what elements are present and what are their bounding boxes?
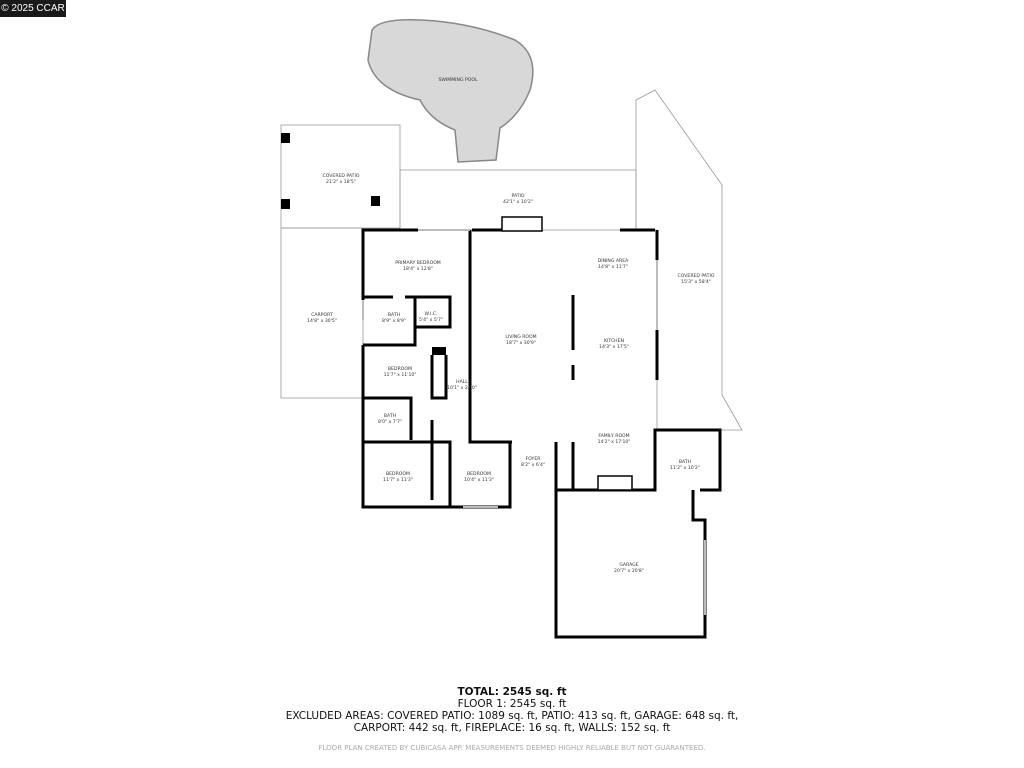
room-label-swimming-pool: SWIMMING POOL [438, 78, 478, 83]
excluded-areas-1: EXCLUDED AREAS: COVERED PATIO: 1089 sq. … [285, 710, 739, 722]
fireplaces [501, 216, 633, 491]
walls [361, 228, 722, 639]
posts [281, 133, 446, 355]
floor-area: FLOOR 1: 2545 sq. ft [457, 698, 567, 710]
room-label-wic: W.I.C.5'4" x 5'7" [418, 312, 444, 323]
copyright-watermark: © 2025 CCAR [0, 0, 66, 17]
disclaimer: FLOOR PLAN CREATED BY CUBICASA APP. MEAS… [318, 744, 706, 752]
swimming-pool [367, 18, 534, 163]
windows [362, 229, 706, 615]
total-area: TOTAL: 2545 sq. ft [457, 686, 567, 698]
excluded-areas-2: CARPORT: 442 sq. ft, FIREPLACE: 16 sq. f… [353, 722, 671, 734]
outdoor-areas [280, 89, 743, 431]
